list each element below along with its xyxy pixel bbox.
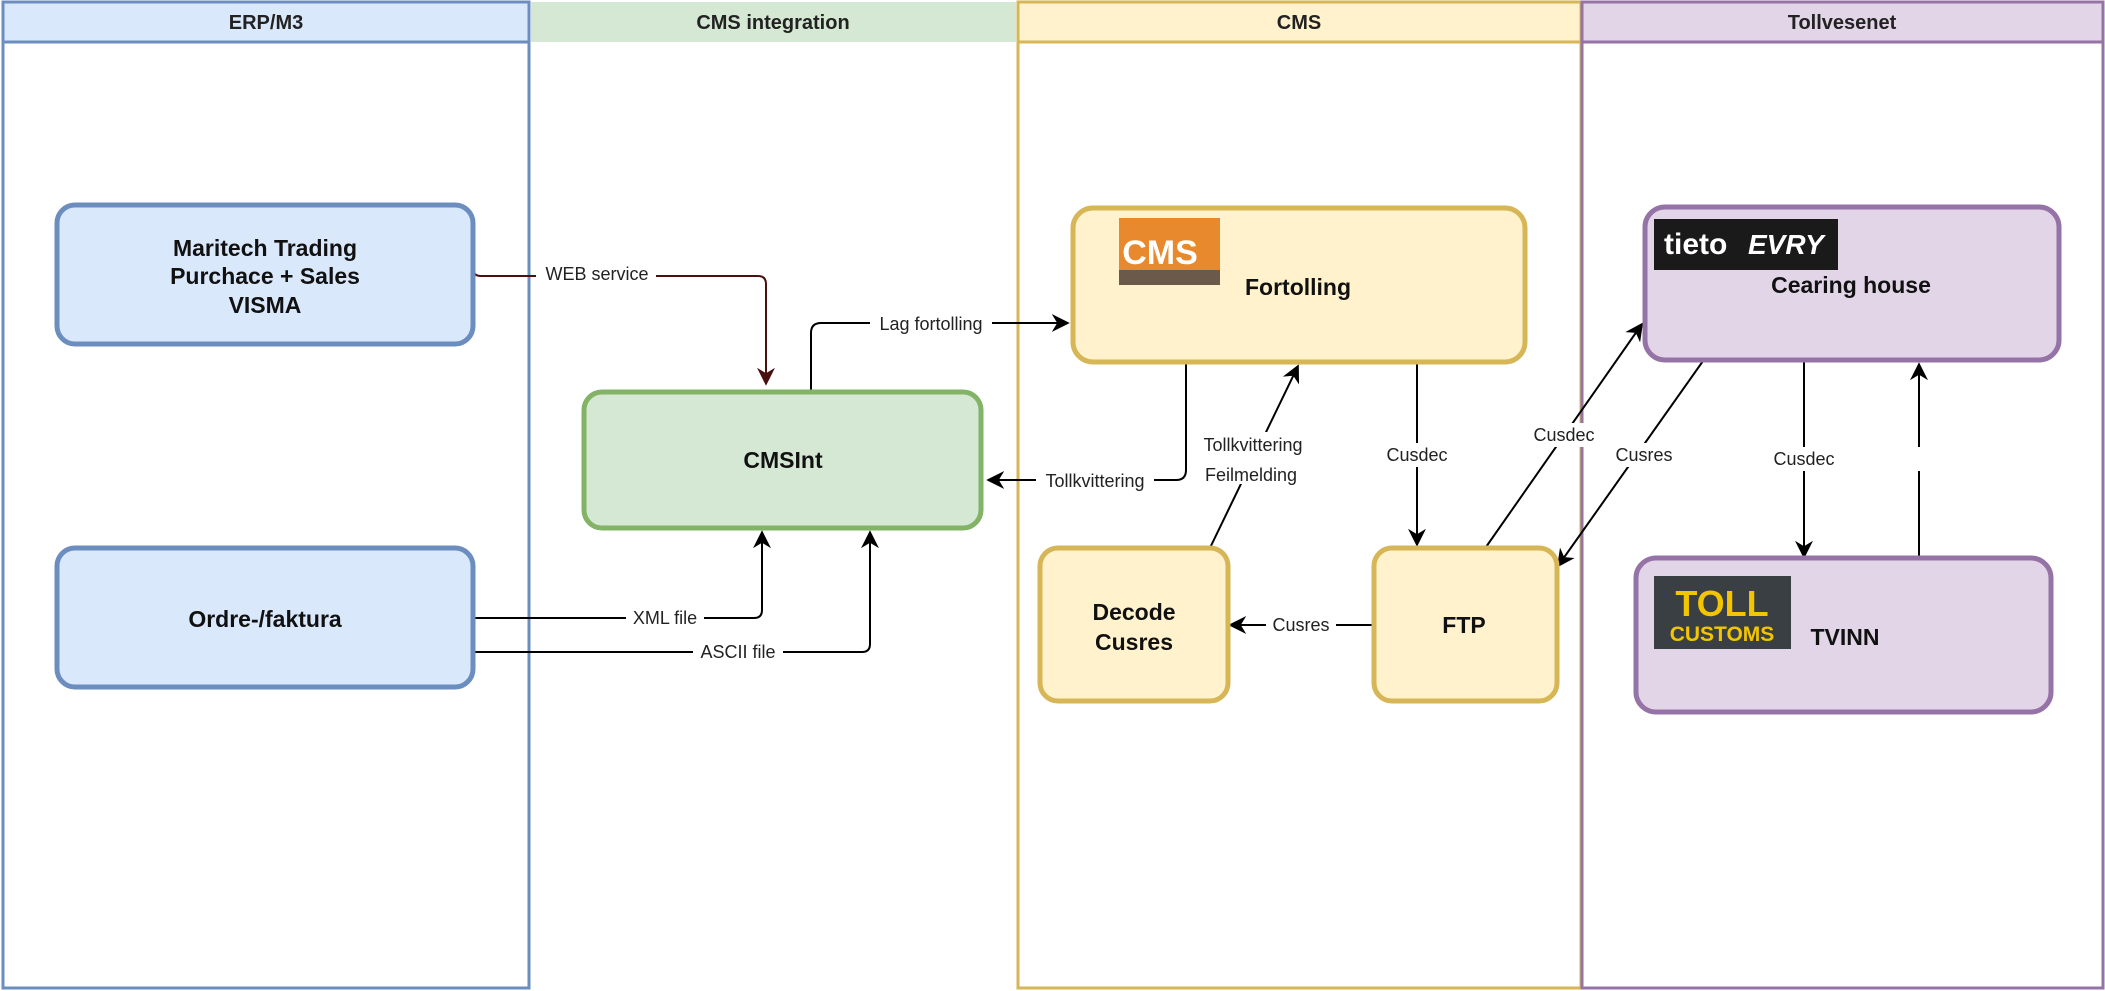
node-tvinn[interactable]: TOLL CUSTOMS TVINN	[1633, 555, 2054, 715]
edge-label-cusdec-1: Cusdec	[1386, 445, 1447, 465]
lane-tollvesenet-header	[1580, 0, 2105, 44]
edge-label-feilmelding: Feilmelding	[1205, 465, 1297, 485]
node-decode-cusres-line-1: Decode	[1092, 599, 1175, 625]
node-maritech-line-1: Maritech Trading	[173, 235, 357, 261]
toll-logo-line-2: CUSTOMS	[1670, 623, 1775, 646]
edge-label-tollkvittering: Tollkvittering	[1045, 471, 1144, 491]
node-ftp-label: FTP	[1442, 612, 1485, 638]
node-clearing-house-label: Cearing house	[1771, 272, 1931, 298]
edge-label-xml-file: XML file	[633, 608, 697, 628]
edge-label-tollkvittering-2: Tollkvittering	[1203, 435, 1302, 455]
node-ordre-faktura[interactable]: Ordre-/faktura	[54, 545, 476, 690]
node-maritech[interactable]: Maritech Trading Purchace + Sales VISMA	[54, 202, 476, 347]
edge-label-web-service: WEB service	[545, 264, 648, 284]
toll-logo-line-1: TOLL	[1675, 583, 1768, 624]
edge-label-cusdec-2: Cusdec	[1533, 425, 1594, 445]
tietoevry-logo-text-b: EVRY	[1748, 229, 1826, 260]
node-fortolling[interactable]: CMS Fortolling	[1070, 205, 1528, 365]
edge-xml-file[interactable]	[473, 530, 771, 619]
node-ftp[interactable]: FTP	[1371, 545, 1560, 704]
node-maritech-line-3: VISMA	[229, 292, 302, 318]
node-decode-cusres-line-2: Cusres	[1095, 629, 1173, 655]
lane-cms-header	[1016, 0, 1583, 44]
lane-cms-integration-header	[531, 2, 1016, 42]
lane-cms-integration: CMS integration	[531, 2, 1016, 42]
lane-erp-m3-header	[1, 0, 531, 44]
node-tvinn-label: TVINN	[1811, 624, 1880, 650]
node-cmsint-label: CMSInt	[743, 447, 823, 473]
edge-label-cusdec-3: Cusdec	[1773, 449, 1834, 469]
edge-label-lag-fortolling: Lag fortolling	[879, 314, 982, 334]
lane-tollvesenet: Tollvesenet	[1580, 0, 2105, 990]
tietoevry-logo: tieto EVRY	[1654, 219, 1838, 270]
edge-ascii-file[interactable]	[473, 530, 879, 653]
tietoevry-logo-text-a: tieto	[1664, 228, 1727, 261]
node-decode-cusres[interactable]: Decode Cusres	[1037, 545, 1231, 704]
cms-logo: CMS	[1119, 218, 1220, 285]
edge-label-ascii-file: ASCII file	[700, 642, 775, 662]
toll-customs-logo: TOLL CUSTOMS	[1654, 576, 1791, 649]
node-clearing-house[interactable]: tieto EVRY Cearing house	[1642, 204, 2062, 363]
node-cmsint[interactable]: CMSInt	[581, 389, 984, 531]
lane-erp-m3: ERP/M3	[1, 0, 531, 990]
node-maritech-line-2: Purchace + Sales	[170, 263, 360, 289]
lane-tollvesenet-title: Tollvesenet	[1788, 12, 1897, 34]
edge-tollkvittering[interactable]	[986, 362, 1187, 489]
node-ordre-faktura-label: Ordre-/faktura	[188, 606, 342, 632]
lane-erp-m3-title: ERP/M3	[229, 12, 303, 34]
lane-cms-integration-title: CMS integration	[696, 12, 849, 34]
lane-cms-title: CMS	[1277, 12, 1321, 34]
edge-label-cusres-2: Cusres	[1272, 615, 1329, 635]
cms-logo-text: CMS	[1122, 234, 1198, 272]
edge-lag-fortolling[interactable]	[810, 314, 1070, 390]
lane-cms: CMS	[1016, 0, 1583, 990]
edge-label-cusres-1: Cusres	[1615, 445, 1672, 465]
node-fortolling-label: Fortolling	[1245, 274, 1351, 300]
